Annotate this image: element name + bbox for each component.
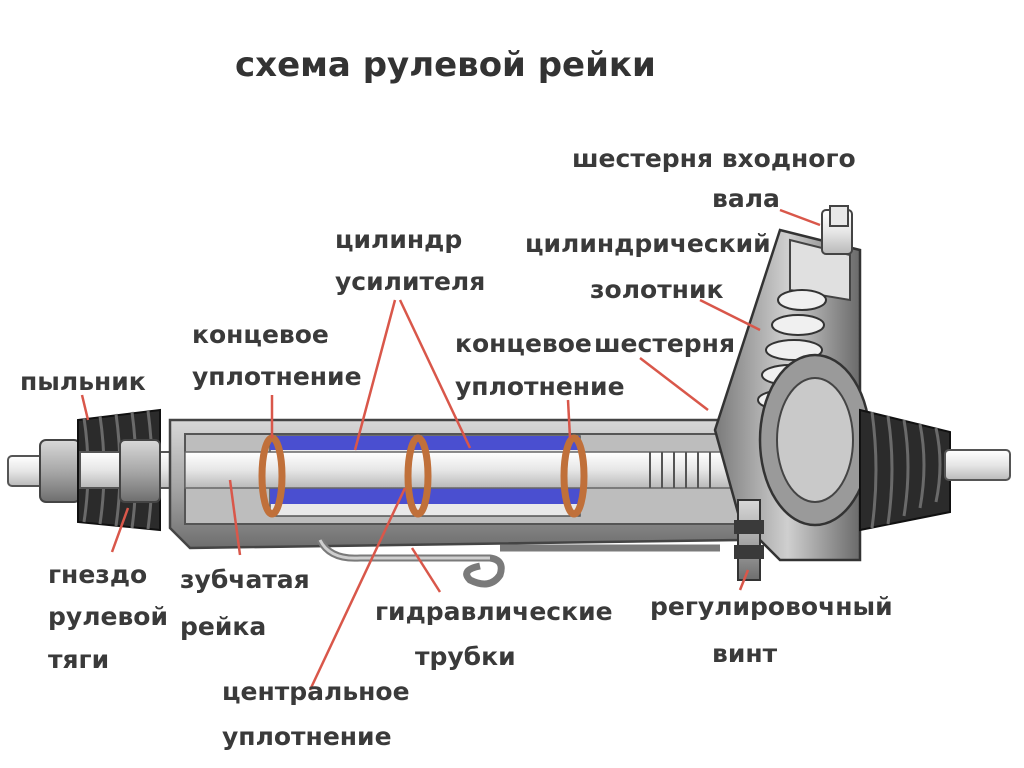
central-seal	[404, 434, 432, 518]
label-end-seal-right-line2: уплотнение	[455, 372, 625, 401]
label-spool-line1: цилиндрический	[525, 229, 771, 258]
label-adjust-line1: регулировочный	[650, 592, 893, 621]
right-rod-end	[944, 449, 1011, 481]
adjusting-screw	[737, 499, 761, 581]
label-boot: пыльник	[20, 367, 146, 396]
label-input-gear-line2: вала	[712, 184, 780, 213]
label-input-gear-line1: шестерня входного	[572, 144, 856, 173]
label-end-seal-left-line1: концевое	[192, 320, 329, 349]
label-hydraulic-line1: гидравлические	[375, 597, 613, 626]
leader-lines	[80, 208, 821, 691]
labels: пыльник концевое уплотнение цилиндр усил…	[20, 144, 893, 751]
label-rack-line2: рейка	[180, 612, 266, 641]
label-spool-line2: золотник	[590, 275, 723, 304]
label-cylinder-line1: цилиндр	[335, 225, 462, 254]
label-adjust-line2: винт	[712, 639, 778, 668]
left-nut	[39, 439, 81, 503]
label-rack-line1: зубчатая	[180, 565, 310, 594]
label-socket-line1: гнездо	[48, 560, 147, 589]
label-end-seal-right-line1: концевое	[455, 329, 592, 358]
pinion-tower	[713, 228, 872, 562]
right-end-seal	[560, 434, 588, 518]
label-central-seal-line1: центральное	[222, 677, 410, 706]
label-end-seal-left-line2: уплотнение	[192, 362, 362, 391]
label-socket-line2: рулевой	[48, 602, 168, 631]
label-gear: шестерня	[594, 329, 735, 358]
label-central-seal-line2: уплотнение	[222, 722, 392, 751]
rack-teeth	[649, 452, 711, 488]
label-hydraulic-line2: трубки	[415, 642, 516, 671]
right-boot	[859, 408, 951, 532]
label-socket-line3: тяги	[48, 645, 109, 674]
tie-rod-socket	[119, 439, 161, 503]
steering-rack-illustration	[7, 205, 1011, 588]
label-cylinder-line2: усилителя	[335, 267, 485, 296]
diagram-title: схема рулевой рейки	[235, 45, 656, 85]
